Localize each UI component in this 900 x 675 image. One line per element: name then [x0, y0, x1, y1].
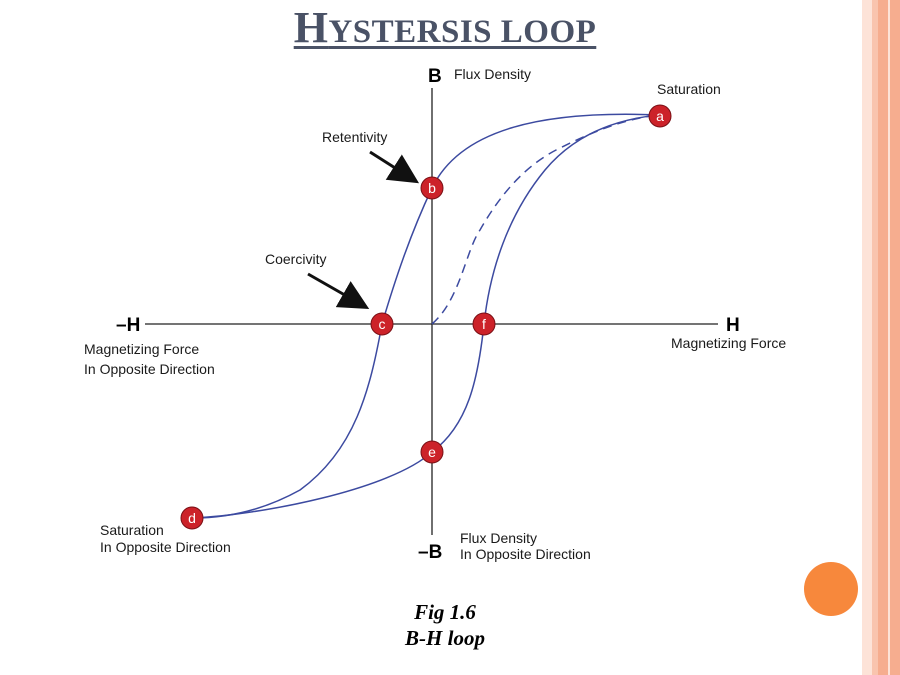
- magnetizing-force-label: Magnetizing Force: [671, 335, 786, 351]
- point-d: d: [180, 506, 204, 530]
- axis-label-b: B: [428, 66, 442, 87]
- magnetizing-opposite-line2: In Opposite Direction: [84, 361, 215, 377]
- point-c: c: [370, 312, 394, 336]
- saturation-opposite-line1: Saturation: [100, 522, 164, 538]
- svg-text:c: c: [379, 316, 386, 332]
- coercivity-label: Coercivity: [265, 251, 326, 267]
- svg-text:f: f: [482, 316, 486, 332]
- axis-label-minus-b: –B: [418, 542, 442, 563]
- point-a: a: [648, 104, 672, 128]
- title-rest: YSTERSIS LOOP: [328, 14, 597, 50]
- flux-density-opposite-line2: In Opposite Direction: [460, 546, 591, 562]
- svg-text:a: a: [656, 108, 664, 124]
- right-bar-light: [862, 0, 872, 675]
- title-initial: H: [293, 3, 329, 52]
- magnetizing-opposite-line1: Magnetizing Force: [84, 341, 199, 357]
- lower-branch-curve: [192, 114, 660, 519]
- right-bar-mid: [872, 0, 878, 675]
- axis-label-minus-h: –H: [116, 315, 140, 336]
- orange-dot: [804, 562, 858, 616]
- svg-text:b: b: [428, 180, 436, 196]
- point-e: e: [420, 440, 444, 464]
- saturation-opposite-line2: In Opposite Direction: [100, 539, 231, 555]
- flux-density-opposite-line1: Flux Density: [460, 530, 537, 546]
- figure-caption-line1: Fig 1.6: [414, 600, 476, 624]
- point-b: b: [420, 176, 444, 200]
- svg-text:e: e: [428, 444, 436, 460]
- retentivity-arrow: [369, 150, 420, 184]
- figure-caption-line2: B-H loop: [405, 626, 485, 650]
- saturation-label: Saturation: [657, 81, 721, 97]
- svg-text:d: d: [188, 510, 196, 526]
- retentivity-label: Retentivity: [322, 129, 387, 145]
- coercivity-arrow: [307, 272, 370, 309]
- slide-title: HYSTERSIS LOOP: [0, 2, 890, 53]
- initial-magnetization-curve: [431, 114, 660, 325]
- axis-label-h: H: [726, 315, 740, 336]
- right-bar-stripe: [888, 0, 890, 675]
- point-f: f: [472, 312, 496, 336]
- flux-density-label: Flux Density: [454, 66, 531, 82]
